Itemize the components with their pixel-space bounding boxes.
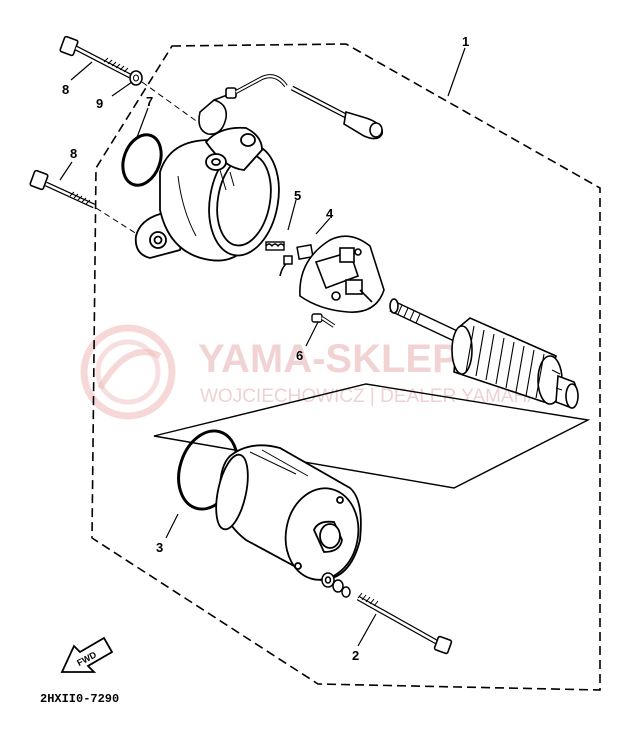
callout-2: 2 xyxy=(352,648,359,663)
assembly-guide xyxy=(95,207,141,237)
leader-lines xyxy=(59,47,466,647)
washer-hole xyxy=(133,74,139,82)
brush-holder xyxy=(299,235,385,313)
callout-6: 6 xyxy=(296,348,303,363)
callout-1: 1 xyxy=(462,34,469,49)
callout-3: 3 xyxy=(156,540,163,555)
through-bolt xyxy=(356,592,453,655)
callout-9: 9 xyxy=(96,96,103,111)
watermark-subtitle: WOJCIECHOWICZ | DEALER YAMAHA xyxy=(200,386,540,407)
o-ring-upper xyxy=(121,133,163,187)
callout-4: 4 xyxy=(326,206,334,221)
brush xyxy=(279,244,314,277)
assembly-guide xyxy=(141,81,207,129)
bolt-lower xyxy=(29,169,96,209)
yoke-washers xyxy=(321,572,351,598)
callout-8-upper: 8 xyxy=(62,82,69,97)
callout-5: 5 xyxy=(294,188,301,203)
bolt-upper xyxy=(59,35,132,79)
armature xyxy=(389,298,579,409)
fwd-arrow-icon: FWD xyxy=(60,636,114,673)
callouts: 1 2 3 4 5 6 7 8 8 9 xyxy=(62,34,469,663)
callout-8-lower: 8 xyxy=(70,146,77,161)
lead-wire xyxy=(198,74,383,140)
callout-7: 7 xyxy=(146,94,153,109)
yoke-group-outline xyxy=(153,383,591,489)
drawing-code: 2HXII0-7290 xyxy=(40,692,119,706)
front-housing xyxy=(134,126,280,262)
assembly-outline xyxy=(91,43,601,691)
brush-spring xyxy=(265,241,285,251)
screw xyxy=(311,313,336,328)
motor-yoke xyxy=(215,444,362,581)
